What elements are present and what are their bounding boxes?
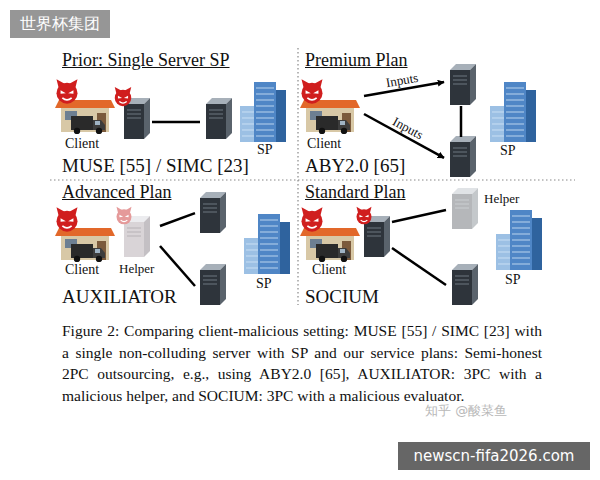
- watermark-badge: 世界杯集团: [10, 10, 110, 38]
- client-node: Client: [298, 76, 364, 152]
- building-icon: [490, 82, 536, 142]
- client-shop-icon: [55, 207, 115, 262]
- server-link: [460, 106, 463, 137]
- node-label: SP: [505, 272, 521, 288]
- figure-caption: Figure 2: Comparing client-malicious set…: [62, 320, 542, 406]
- plan-panel: Standard PlanSOCIUM Client HelperSP: [298, 180, 575, 307]
- devil-icon: [115, 87, 132, 106]
- sp-node: SP: [444, 60, 544, 170]
- protocol-name: SOCIUM: [305, 286, 379, 308]
- sp-node: SP: [200, 78, 295, 160]
- link-line: [160, 246, 195, 286]
- link-line: [392, 248, 446, 285]
- protocol-name: MUSE [55] / SIMC [23]: [62, 155, 249, 177]
- plan-panel: Premium PlanABY2.0 [65] Client SP: [298, 48, 575, 180]
- protocol-name: AUXILIATOR: [62, 286, 177, 308]
- client-node: Client: [52, 76, 152, 152]
- node-label: Helper: [484, 192, 519, 207]
- helper-node: Helper: [446, 184, 526, 232]
- server-icon: [450, 64, 476, 105]
- plan-panel: Advanced PlanAUXILIATOR Client HelperSP: [50, 180, 298, 307]
- building-icon: [244, 214, 290, 274]
- node-label: Helper: [119, 262, 154, 277]
- server-icon: [200, 192, 226, 233]
- client-node: Client: [296, 204, 392, 280]
- building-icon: [240, 82, 286, 142]
- panel-title: Premium Plan: [305, 50, 408, 71]
- node-label: Client: [65, 262, 99, 278]
- server-icon: [200, 264, 226, 305]
- panel-title: Prior: Single Server SP: [62, 50, 230, 71]
- helper-node: Helper: [114, 204, 160, 280]
- panel-divider: [50, 179, 575, 180]
- server-icon: [450, 136, 476, 177]
- watermark-badge: newscn-fifa2026.com: [398, 442, 590, 470]
- server-icon: [452, 264, 478, 305]
- devil-icon: [357, 207, 372, 225]
- input-arrow: [364, 114, 444, 158]
- watermark: 知乎 @酸菜鱼: [425, 402, 507, 420]
- node-label: SP: [256, 276, 272, 292]
- client-node: Client: [52, 204, 114, 280]
- panel-title: Advanced Plan: [62, 182, 171, 203]
- panel-divider: [297, 48, 298, 305]
- devil-icon: [117, 207, 132, 225]
- helper-server-icon: [452, 188, 478, 229]
- link-line: [392, 210, 446, 222]
- plan-panel: Prior: Single Server SP MUSE [55] / SIMC …: [50, 48, 298, 180]
- link-line: [152, 121, 200, 124]
- node-label: Client: [65, 136, 99, 152]
- client-shop-icon: [300, 79, 360, 134]
- client-shop-icon: [55, 79, 115, 134]
- sp-node: SP: [195, 188, 295, 308]
- server-icon: [206, 98, 232, 139]
- link-line: [160, 213, 195, 226]
- node-label: SP: [500, 143, 516, 159]
- sp-node: SP: [446, 236, 548, 308]
- client-shop-icon: [300, 207, 360, 262]
- panel-title: Standard Plan: [305, 182, 406, 203]
- node-label: SP: [257, 142, 273, 158]
- node-label: Client: [312, 262, 346, 278]
- building-icon: [496, 210, 542, 270]
- node-label: Client: [307, 136, 341, 152]
- protocol-name: ABY2.0 [65]: [305, 155, 405, 177]
